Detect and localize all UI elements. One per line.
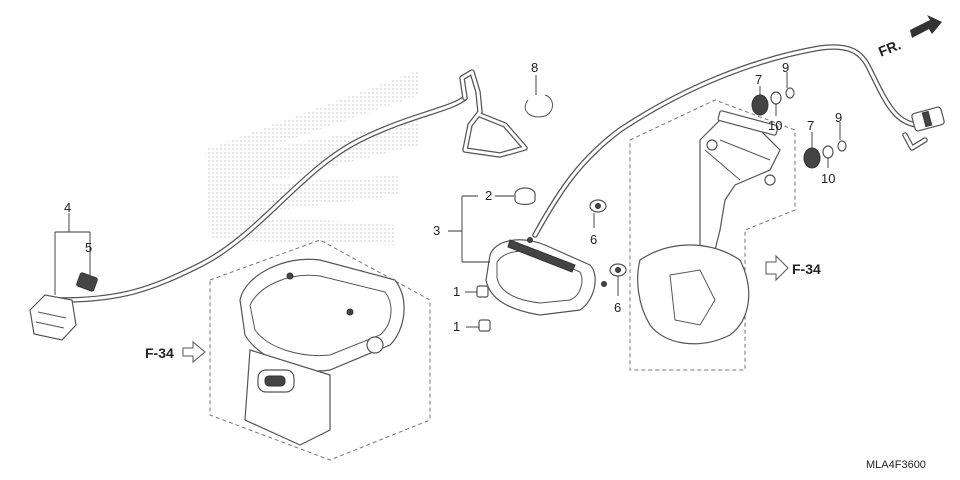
wire-clip	[76, 272, 98, 292]
license-bracket	[637, 110, 781, 345]
leader-lines	[54, 72, 841, 328]
callout-labels: 4 5 2 3 1 1 6 6 8 7 9 10 7 9 10	[64, 60, 842, 334]
callout-6-lower: 6	[614, 300, 621, 315]
diagram-code: MLA4F3600	[866, 459, 926, 471]
housing-group-outline	[209, 239, 431, 461]
band-clip	[524, 94, 553, 118]
callout-6-upper: 6	[590, 232, 597, 247]
callout-4: 4	[64, 200, 71, 215]
tail-light-unit	[485, 237, 607, 316]
ref-label-right: F-34	[792, 261, 821, 277]
callout-5: 5	[85, 240, 92, 255]
bracket-group-outline	[629, 99, 796, 371]
callout-7-upper: 7	[755, 72, 762, 87]
nut-upper	[476, 285, 489, 298]
grommet-lower	[609, 263, 627, 277]
ref-arrow-right	[765, 254, 789, 282]
callout-8: 8	[531, 60, 538, 75]
ref-label-left: F-34	[145, 345, 174, 361]
ref-arrow-left	[182, 340, 206, 364]
watermark-logo	[205, 70, 420, 245]
collar	[514, 187, 536, 206]
callout-2: 2	[485, 188, 492, 203]
callout-10-upper: 10	[768, 118, 782, 133]
callout-9-upper: 9	[782, 60, 789, 75]
callout-1-lower: 1	[453, 319, 460, 334]
front-direction-arrow	[910, 15, 942, 38]
nut-lower	[478, 319, 491, 332]
front-connector	[911, 106, 945, 132]
wire-harness	[57, 44, 928, 303]
callout-9-lower: 9	[835, 110, 842, 125]
front-label: FR.	[876, 36, 903, 59]
mount-set-upper	[751, 87, 795, 116]
connector-assembly	[29, 272, 98, 341]
callout-10-lower: 10	[821, 171, 835, 186]
grommet-upper	[589, 199, 607, 213]
callout-7-lower: 7	[807, 118, 814, 133]
callout-3: 3	[433, 223, 440, 238]
mount-set-lower	[803, 140, 847, 169]
rear-housing	[239, 258, 405, 446]
callout-1-upper: 1	[453, 284, 460, 299]
